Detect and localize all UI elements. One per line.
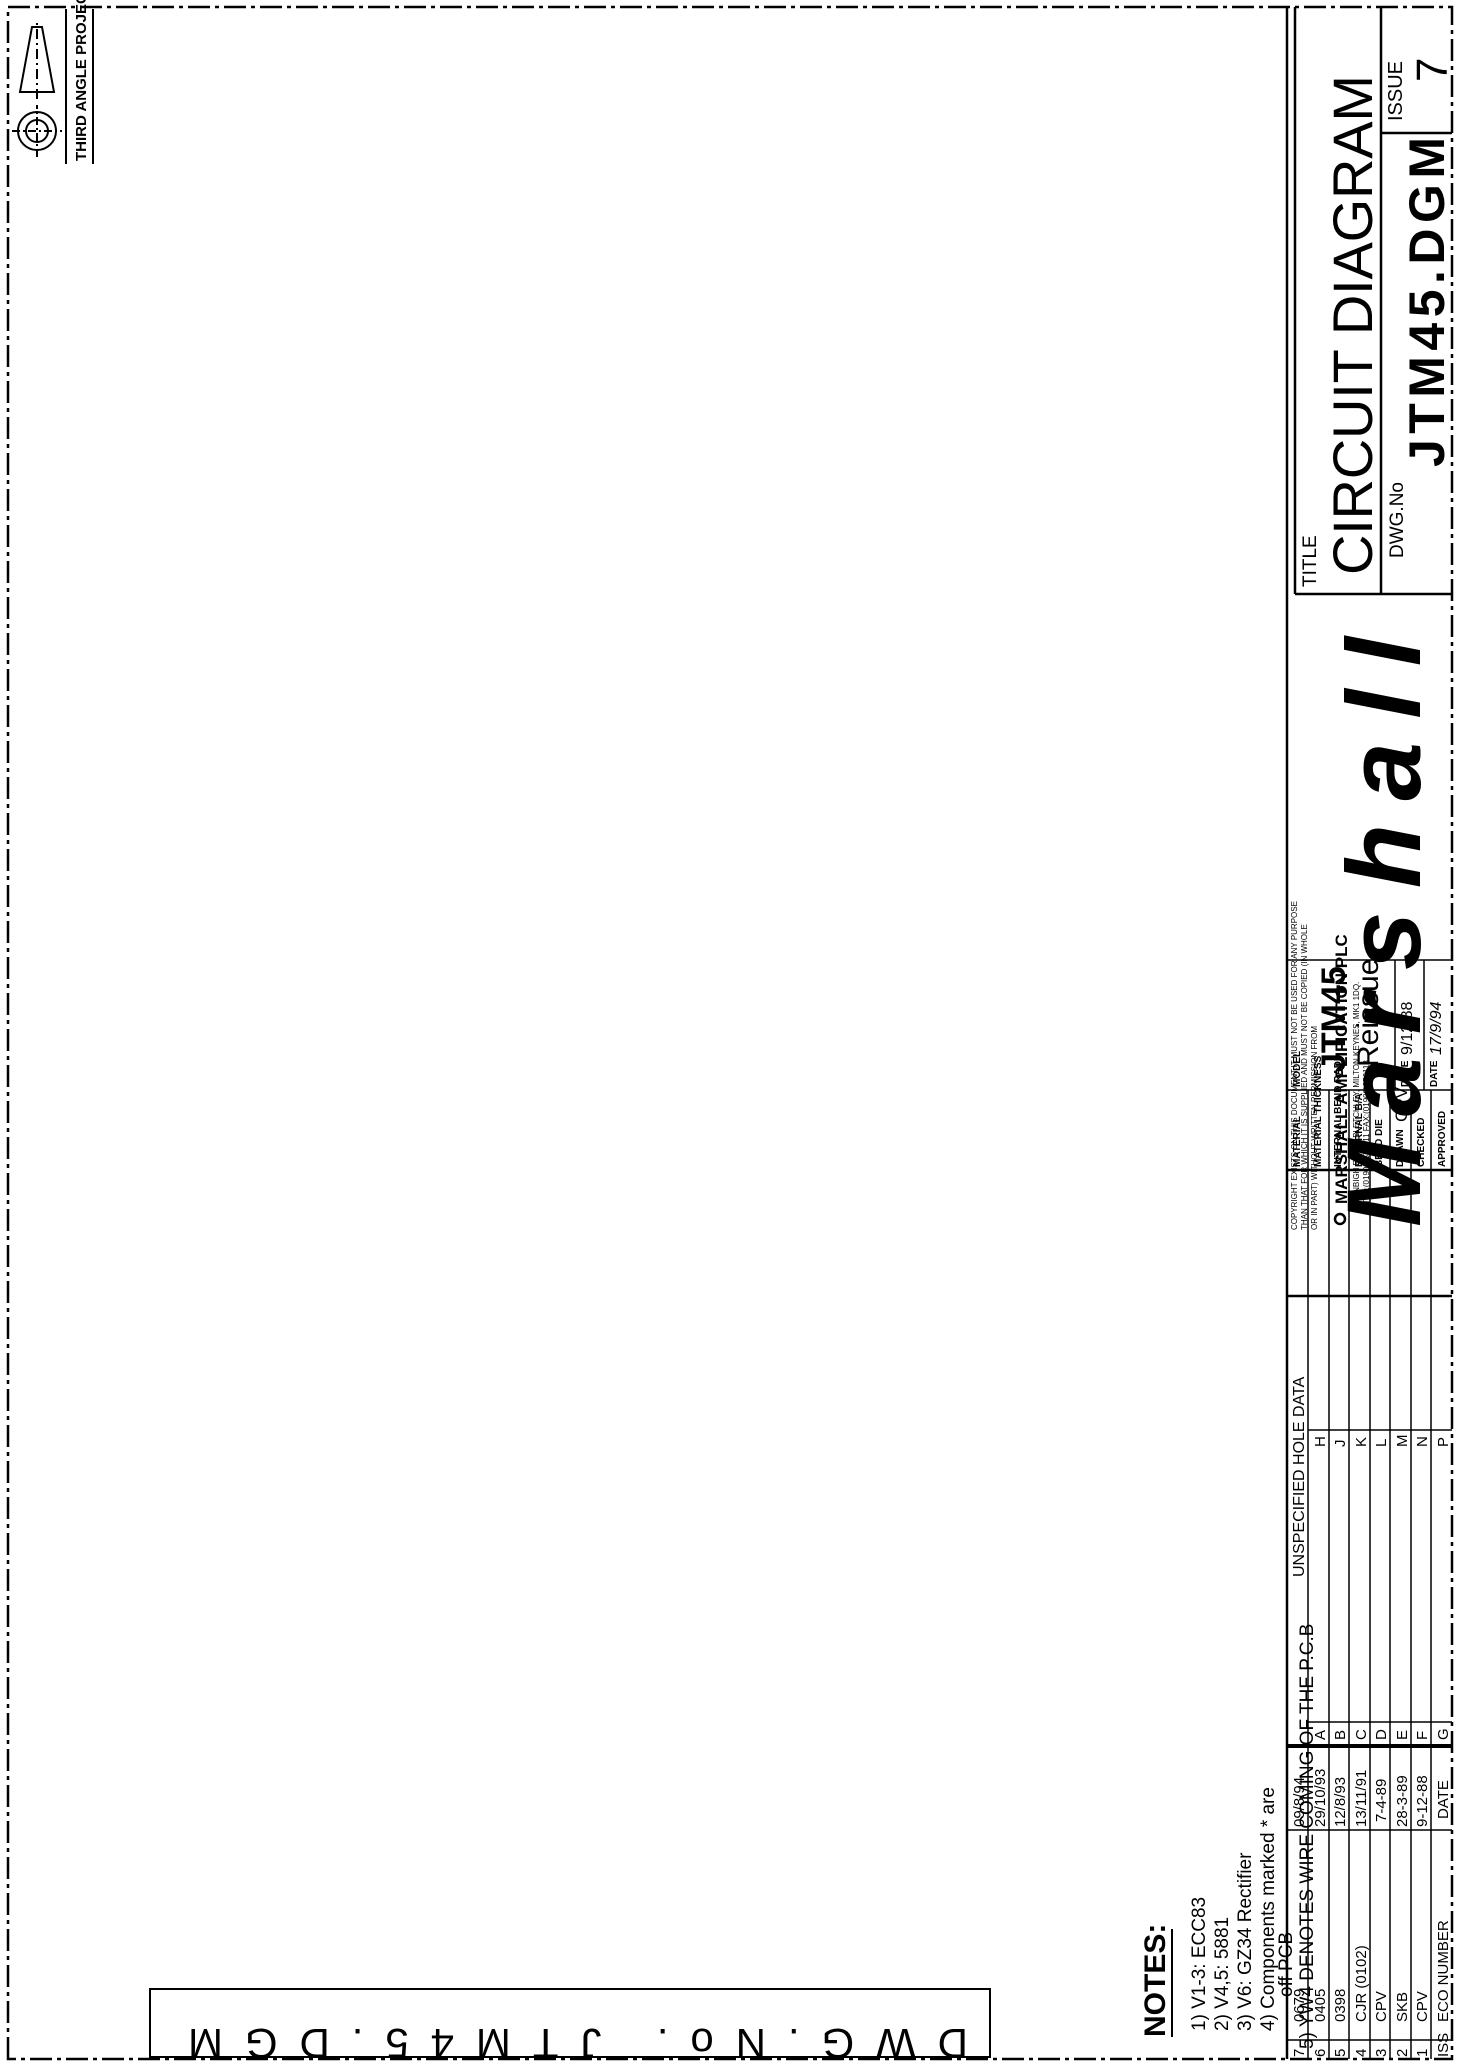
svg-text:1: 1 [1414,2049,1431,2057]
svg-text:DWG.No: DWG.No [1387,482,1408,558]
svg-text:OR IN PART) WITHOUT WRITTEN PE: OR IN PART) WITHOUT WRITTEN PERMISSION F… [1310,1026,1319,1230]
svg-text:CPV: CPV [1414,1991,1431,2022]
svg-text:M: M [1394,1435,1411,1448]
svg-text:29/10/93: 29/10/93 [1312,1769,1329,1827]
svg-text:SKB: SKB [1394,1992,1411,2022]
svg-text:TEL:(01908)375411 FAX:(01908)3: TEL:(01908)375411 FAX:(01908)376118 [1362,1060,1371,1204]
svg-text:EXTERNAL B/A: EXTERNAL B/A [1354,1093,1365,1167]
svg-text:COPYRIGHT EXISTS ON THIS DOCUM: COPYRIGHT EXISTS ON THIS DOCUMENT.IT MUS… [1290,901,1299,1230]
svg-text:MODEL: MODEL [1292,1051,1303,1087]
svg-text:G: G [1435,1728,1452,1740]
svg-text:09/8/94: 09/8/94 [1291,1777,1308,1827]
svg-text:THIRD ANGLE PROJECTION: THIRD ANGLE PROJECTION [73,0,90,161]
svg-text:1) V1-3: ECC83: 1) V1-3: ECC83 [1189,1897,1210,2031]
svg-text:9-12-88: 9-12-88 [1414,1775,1431,1827]
svg-text:P: P [1435,1437,1452,1447]
svg-text:TITLE: TITLE [1300,535,1321,587]
svg-text:APPROVED: APPROVED [1437,1111,1448,1167]
svg-text:DATE: DATE [1400,1060,1411,1087]
svg-text:3: 3 [1373,2049,1390,2057]
svg-text:NOTES:: NOTES: [1139,1924,1172,2037]
svg-text:CIRCUIT DIAGRAM: CIRCUIT DIAGRAM [1321,75,1384,575]
svg-text:28-3-89: 28-3-89 [1394,1775,1411,1827]
svg-text:THAN THAT FOR WHICH IT IS SUPP: THAN THAT FOR WHICH IT IS SUPPLIED AND M… [1300,924,1309,1230]
svg-text:13/11/91: 13/11/91 [1353,1770,1370,1827]
svg-text:0398: 0398 [1332,1989,1349,2022]
svg-text:0679: 0679 [1291,1989,1308,2022]
svg-text:4: 4 [1353,2049,1370,2057]
svg-text:A: A [1312,1730,1329,1740]
svg-text:CPV: CPV [1392,1086,1411,1122]
svg-text:17/9/94: 17/9/94 [1428,1002,1445,1055]
svg-text:ECO NUMBER: ECO NUMBER [1435,1920,1452,2022]
svg-text:5) YW4 DENOTES WIRE COMING OF: 5) YW4 DENOTES WIRE COMING OF THE P.C.B [1297,1624,1318,2049]
svg-text:E: E [1394,1730,1411,1740]
svg-text:MARSHALL AMPLIFICATION PLC: MARSHALL AMPLIFICATION PLC [1332,934,1351,1204]
svg-text:BEND DIE: BEND DIE [1374,1119,1385,1167]
svg-text:H: H [1312,1436,1329,1447]
svg-text:MATERIAL THICKNESS: MATERIAL THICKNESS [1313,1055,1324,1167]
svg-text:J: J [1332,1440,1349,1448]
svg-text:DENBIGH ROAD, BLETCHLEY, MILTO: DENBIGH ROAD, BLETCHLEY, MILTON KEYNES, … [1352,982,1361,1204]
svg-text:7: 7 [1408,58,1457,82]
svg-text:0405: 0405 [1312,1989,1329,2022]
svg-text:Reissue: Reissue [1352,959,1385,1067]
svg-text:L: L [1373,1439,1390,1447]
svg-text:CPV: CPV [1373,1991,1390,2022]
svg-text:CHECKED: CHECKED [1416,1118,1427,1167]
svg-text:ISSUE: ISSUE [1385,61,1407,121]
svg-text:12/8/93: 12/8/93 [1332,1777,1349,1827]
svg-text:7: 7 [1291,2049,1308,2057]
svg-text:K: K [1353,1437,1370,1447]
svg-text:JTM45.DGM: JTM45.DGM [1399,137,1455,467]
svg-text:UNSPECIFIED HOLE DATA: UNSPECIFIED HOLE DATA [1291,1376,1308,1577]
svg-text:JTM45: JTM45 [1315,966,1353,1072]
svg-text:DATE: DATE [1429,1060,1440,1087]
svg-text:D: D [1373,1729,1390,1740]
svg-text:CJR (0102): CJR (0102) [1353,1945,1370,2022]
svg-text:4) Components marked * are: 4) Components marked * are [1258,1787,1279,2031]
svg-text:5: 5 [1332,2049,1349,2057]
svg-text:C: C [1353,1729,1370,1740]
svg-text:9/12/88: 9/12/88 [1399,1002,1416,1055]
svg-text:DATE: DATE [1435,1780,1452,1819]
svg-text:ISS: ISS [1435,2033,1452,2057]
svg-text:MATERIAL: MATERIAL [1292,1116,1303,1167]
svg-text:DRAWN: DRAWN [1395,1129,1406,1167]
svg-text:7-4-89: 7-4-89 [1373,1779,1390,1822]
svg-text:3) V6: GZ34 Rectifier: 3) V6: GZ34 Rectifier [1235,1852,1256,2031]
svg-text:INTERNAL BEND RADII: INTERNAL BEND RADII [1333,1055,1344,1167]
svg-text:B: B [1332,1730,1349,1740]
svg-text:F: F [1414,1731,1431,1740]
svg-text:2: 2 [1394,2049,1411,2057]
svg-text:2) V4,5: 5881: 2) V4,5: 5881 [1212,1917,1233,2031]
svg-text:off PCB: off PCB [1276,1932,1297,1997]
svg-text:6: 6 [1312,2049,1329,2057]
svg-text:N: N [1414,1436,1431,1447]
